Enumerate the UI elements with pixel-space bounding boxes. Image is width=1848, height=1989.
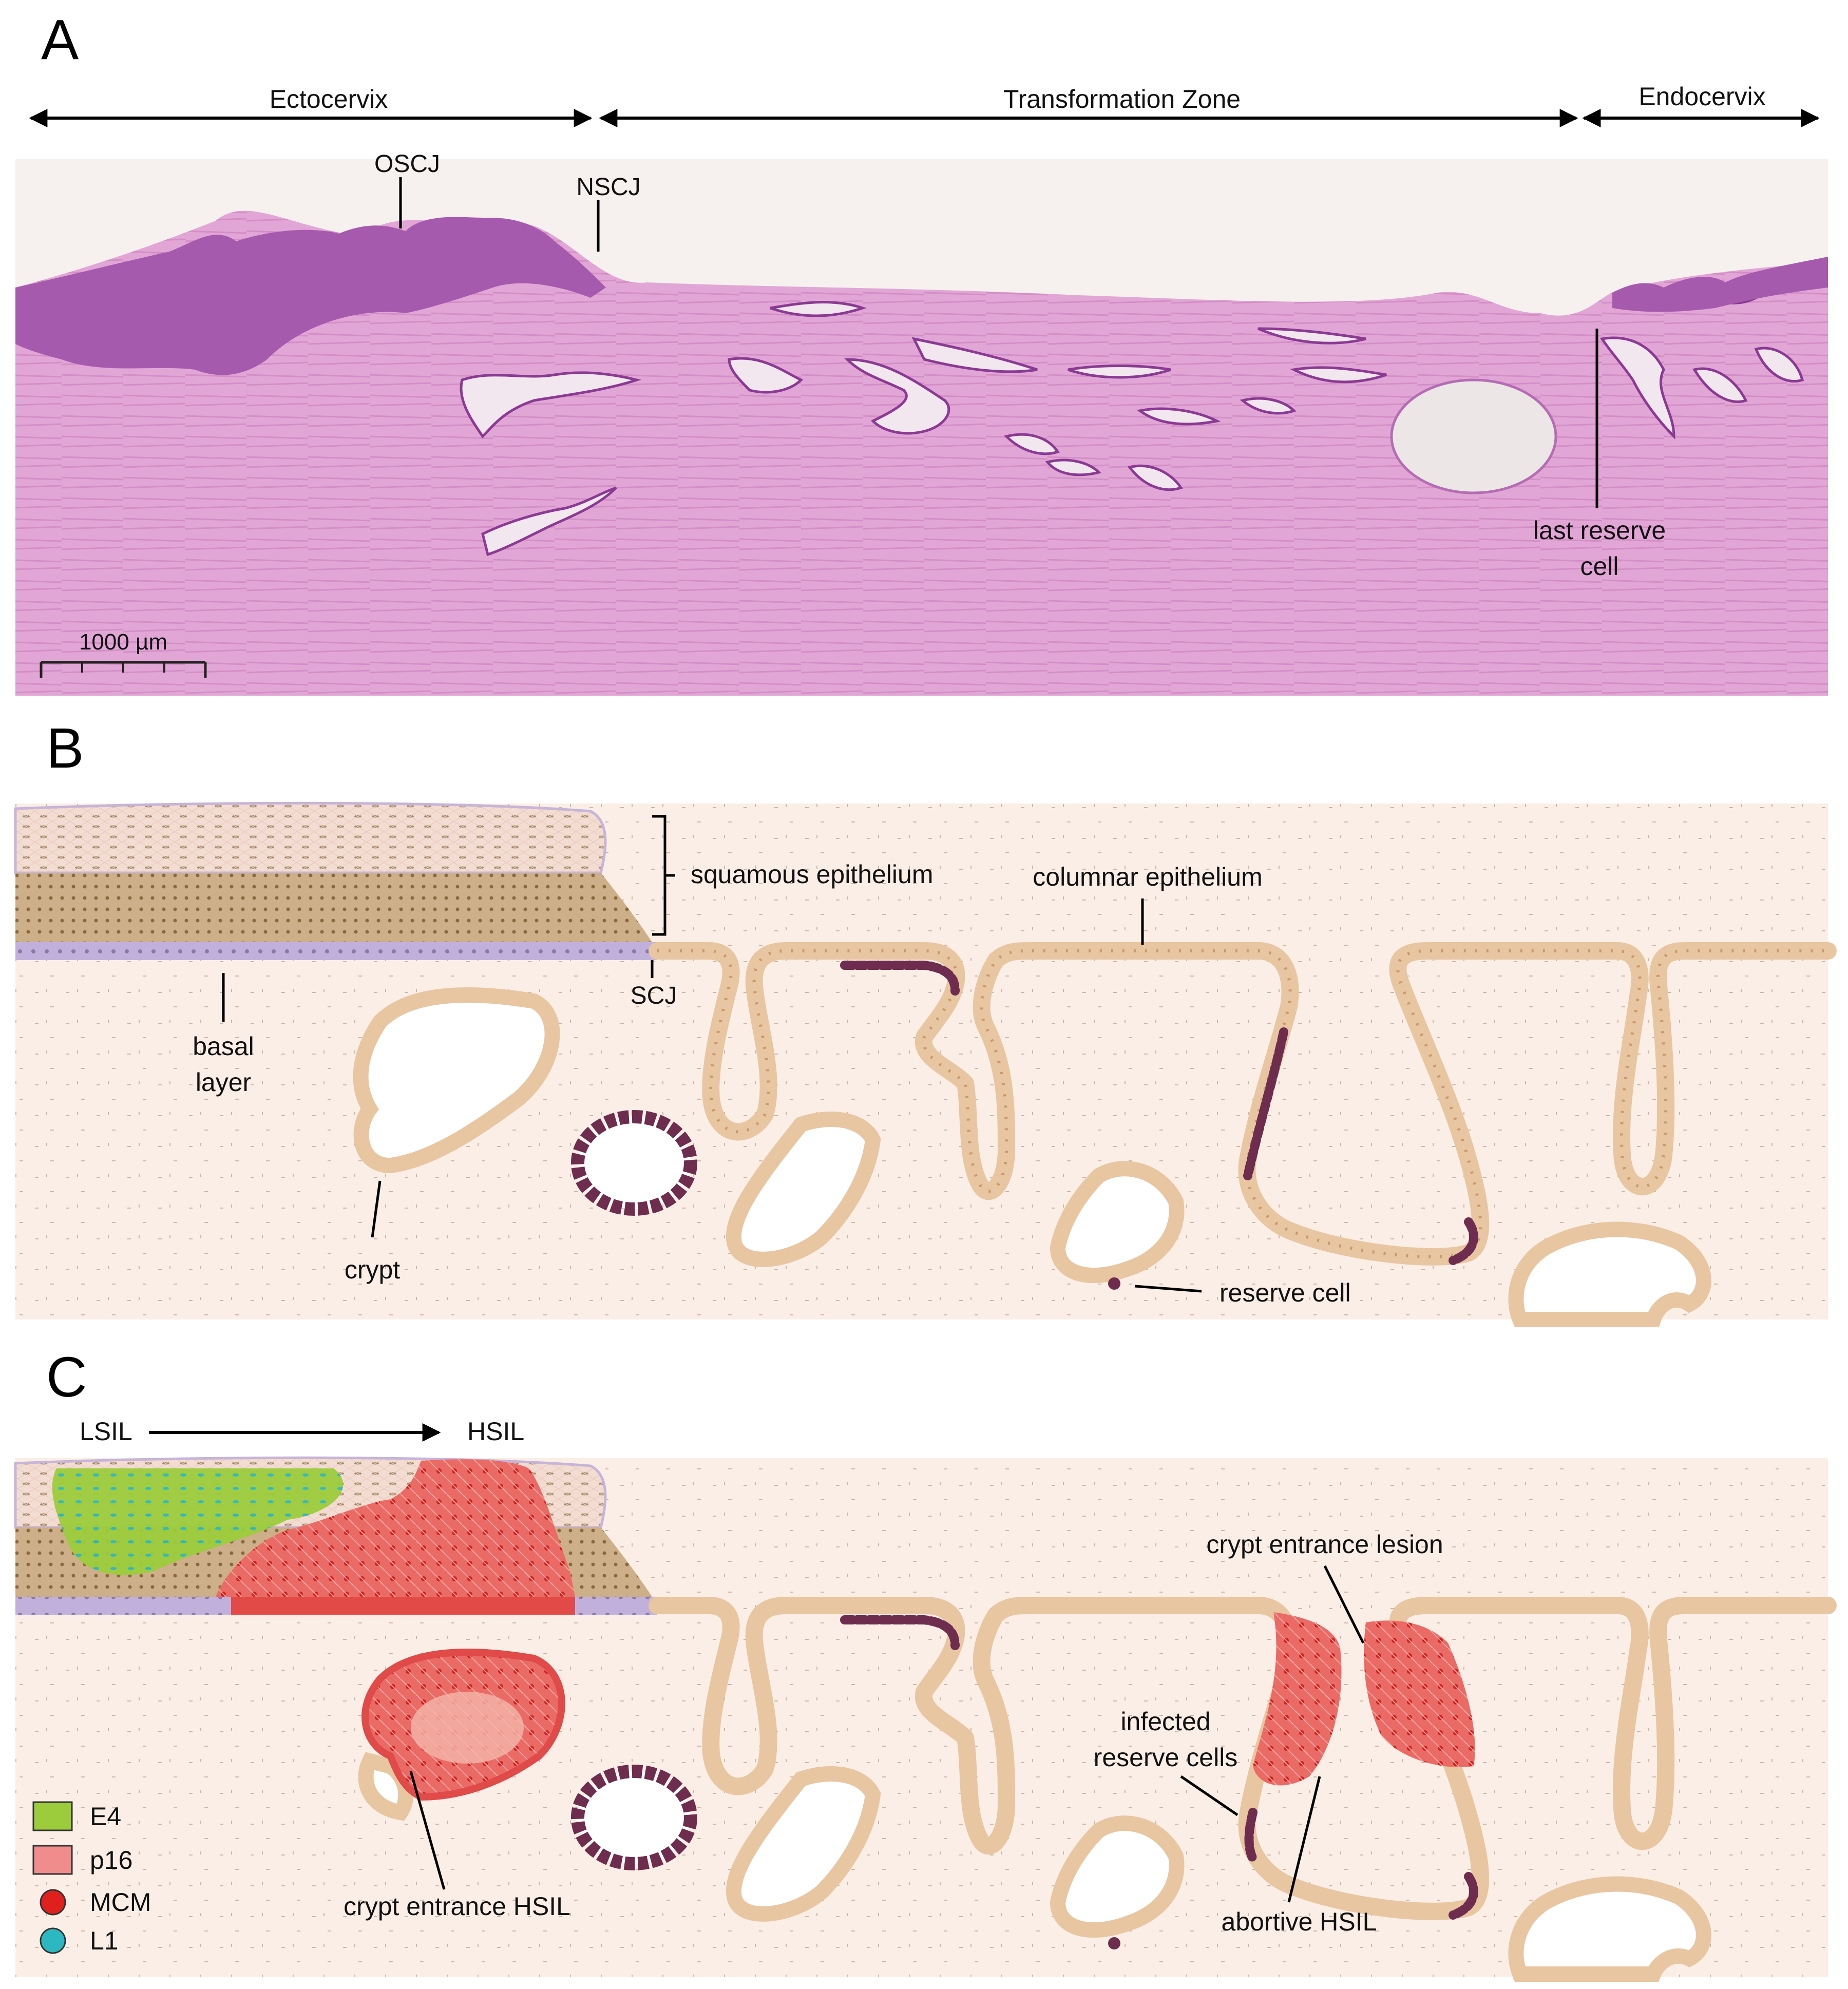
- region-label-ectocervix: Ectocervix: [270, 85, 388, 113]
- crypt-3-c: [1050, 1815, 1185, 1938]
- crypt-label: crypt: [345, 1255, 400, 1284]
- legend-mcm-dot: [40, 1889, 66, 1916]
- abortive-hsil-lesion: [1253, 1612, 1342, 1786]
- scj-label: SCJ: [631, 982, 677, 1009]
- oscj-label: OSCJ: [374, 150, 440, 178]
- last-reserve-cell-label-line2: cell: [1580, 552, 1618, 581]
- crypt-entrance-lesion-pointer: [1323, 1565, 1365, 1644]
- squamous-epithelium-b: [14, 801, 607, 874]
- crypt-4-c: [1508, 1876, 1711, 1982]
- legend-mcm-label: MCM: [90, 1888, 151, 1917]
- crypt-entrance-lesion-label: crypt entrance lesion: [1206, 1530, 1443, 1559]
- legend-l1-dot: [40, 1927, 66, 1954]
- last-reserve-cell-label-line1: last reserve: [1533, 516, 1666, 545]
- panel-c-letter: C: [46, 1346, 87, 1409]
- panel-c: C LSIL HSIL: [14, 1346, 1837, 1982]
- crypt-1-b: [353, 987, 560, 1174]
- crypt-pointer: [371, 1180, 382, 1238]
- crypt-2-b: [726, 1112, 881, 1267]
- columnar-epithelium-b: [649, 942, 1837, 1266]
- p16-lesion-squamous: [216, 1459, 575, 1597]
- parabasal-layer-b: [15, 873, 652, 942]
- abortive-hsil-label: abortive HSIL: [1222, 1907, 1377, 1936]
- crypt-entrance-hsil-pointer: [409, 1771, 446, 1890]
- legend-e4-swatch: [32, 1801, 73, 1831]
- basal-layer-label-line1: basal: [193, 1032, 254, 1061]
- squamous-epithelium-label: squamous epithelium: [691, 860, 933, 889]
- basal-lesion-c: [231, 1597, 575, 1615]
- region-label-endocervix: Endocervix: [1639, 82, 1765, 111]
- panel-b-letter: B: [46, 717, 84, 780]
- legend-p16-swatch: [32, 1845, 73, 1875]
- crypt-entrance-hsil-label: crypt entrance HSIL: [344, 1892, 570, 1921]
- e4-positive-region: [52, 1468, 344, 1575]
- scale-bar: [40, 661, 207, 678]
- mucin-pool: [1390, 378, 1557, 494]
- lsil-label: LSIL: [80, 1417, 132, 1446]
- crypt-4-b: [1508, 1221, 1711, 1327]
- infected-reserve-cells-label-line2: reserve cells: [1094, 1743, 1238, 1772]
- legend: E4 p16 MCM L1: [32, 1801, 151, 1955]
- he-histology-image: OSCJ NSCJ last reserve cell 1000 µm: [15, 150, 1828, 696]
- infected-reserve-cells-label-line1: infected: [1120, 1707, 1210, 1736]
- basal-layer-label-line2: layer: [196, 1068, 251, 1097]
- infected-reserve-cells-pointer: [1180, 1775, 1239, 1816]
- panel-a: A Ectocervix Transformation Zone Endocer…: [15, 8, 1828, 696]
- squamous-bracket: [652, 815, 675, 936]
- reserve-cells-c: [840, 1615, 1478, 1920]
- columnar-epithelium-label: columnar epithelium: [1033, 863, 1262, 891]
- crypt-3-b: [1050, 1161, 1185, 1284]
- legend-l1-label: L1: [90, 1926, 119, 1955]
- reserve-cell-single-b: [1108, 1277, 1120, 1290]
- legend-p16-label: p16: [90, 1846, 132, 1875]
- crypt-entrance-lesion-right: [1364, 1620, 1475, 1767]
- crypt-entrance-hsil-core: [411, 1692, 524, 1764]
- basal-layer-b: [15, 942, 657, 960]
- legend-e4-label: E4: [90, 1802, 121, 1831]
- nscj-label: NSCJ: [576, 174, 640, 201]
- region-label-transformation-zone: Transformation Zone: [1003, 85, 1241, 113]
- hsil-label: HSIL: [467, 1417, 524, 1446]
- reserve-cell-pointer: [1134, 1285, 1202, 1293]
- ectocervix-squamous-epithelium: [15, 217, 606, 375]
- reserve-cell-crypt-c: [571, 1765, 697, 1870]
- reserve-cell-single-c: [1108, 1937, 1120, 1949]
- reserve-cell-label: reserve cell: [1220, 1278, 1351, 1307]
- reserve-cells-b: [840, 961, 1478, 1265]
- scale-bar-label: 1000 µm: [79, 629, 167, 655]
- crypt-2-c: [726, 1766, 881, 1922]
- panel-a-letter: A: [41, 8, 79, 71]
- panel-b: B squamous e: [14, 717, 1837, 1327]
- reserve-cell-crypt-b: [571, 1110, 697, 1216]
- abortive-hsil-pointer: [1287, 1776, 1321, 1903]
